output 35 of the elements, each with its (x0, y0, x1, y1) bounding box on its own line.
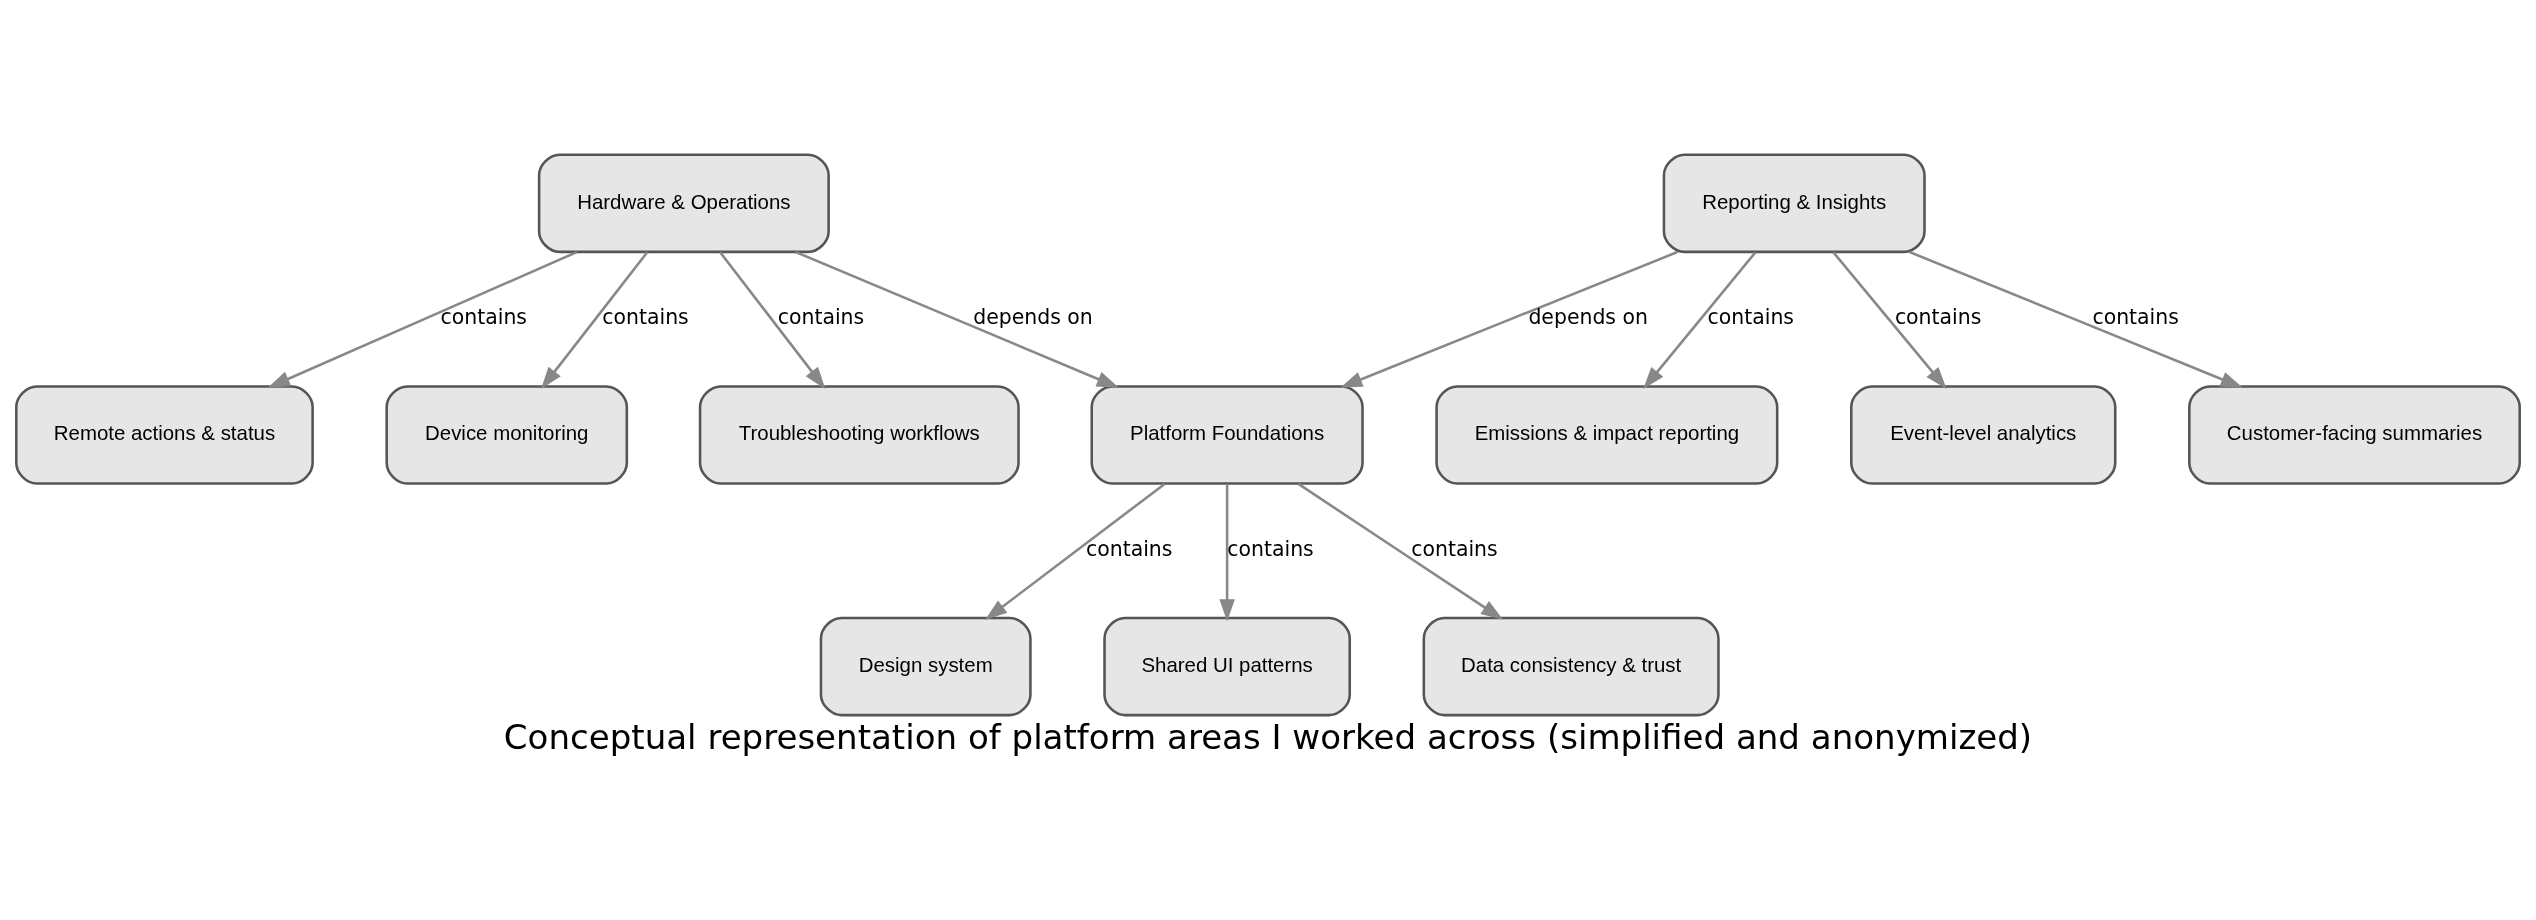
arrow (1340, 250, 1678, 388)
node-box: Platform Foundations (1090, 384, 1364, 485)
edge-label: depends on (1528, 304, 1648, 329)
edge-label: contains (440, 304, 527, 329)
arrow (1219, 483, 1235, 621)
edge-label: contains (1707, 304, 1795, 329)
node-box: Emissions & impact reporting (1435, 384, 1779, 485)
arrow (1832, 251, 1947, 389)
edge-label: contains (777, 304, 865, 329)
node-box: Troubleshooting workflows (698, 384, 1020, 485)
edge-label: contains (1894, 304, 1982, 329)
edge-label: contains (2092, 304, 2179, 329)
node-box: Shared UI patterns (1103, 616, 1351, 716)
node-box: Customer-facing summaries (2188, 384, 2521, 485)
arrow (1909, 250, 2243, 388)
arrow (719, 251, 826, 389)
node-box: Reporting & Insights (1662, 153, 1926, 253)
edge-label: contains (602, 304, 689, 329)
node-box: Hardware & Operations (537, 153, 830, 253)
arrow (985, 482, 1166, 620)
edge-label: depends on (973, 304, 1093, 329)
edge-label: contains (1227, 536, 1314, 561)
node-box: Remote actions & status (15, 384, 314, 485)
arrow (795, 250, 1119, 388)
node-box: Data consistency & trust (1422, 616, 1720, 716)
node-box: Design system (819, 616, 1032, 716)
edge-label: contains (1085, 536, 1173, 561)
edge-label: contains (1411, 536, 1498, 561)
node-box: Event-level analytics (1850, 384, 2117, 485)
arrow (541, 251, 649, 389)
arrow (1297, 482, 1504, 620)
node-box: Device monitoring (385, 384, 629, 485)
arrow (267, 250, 578, 388)
caption: Conceptual representation of platform areas I worked across (simplified and anonymized) (503, 716, 2033, 757)
arrow (1643, 251, 1757, 389)
